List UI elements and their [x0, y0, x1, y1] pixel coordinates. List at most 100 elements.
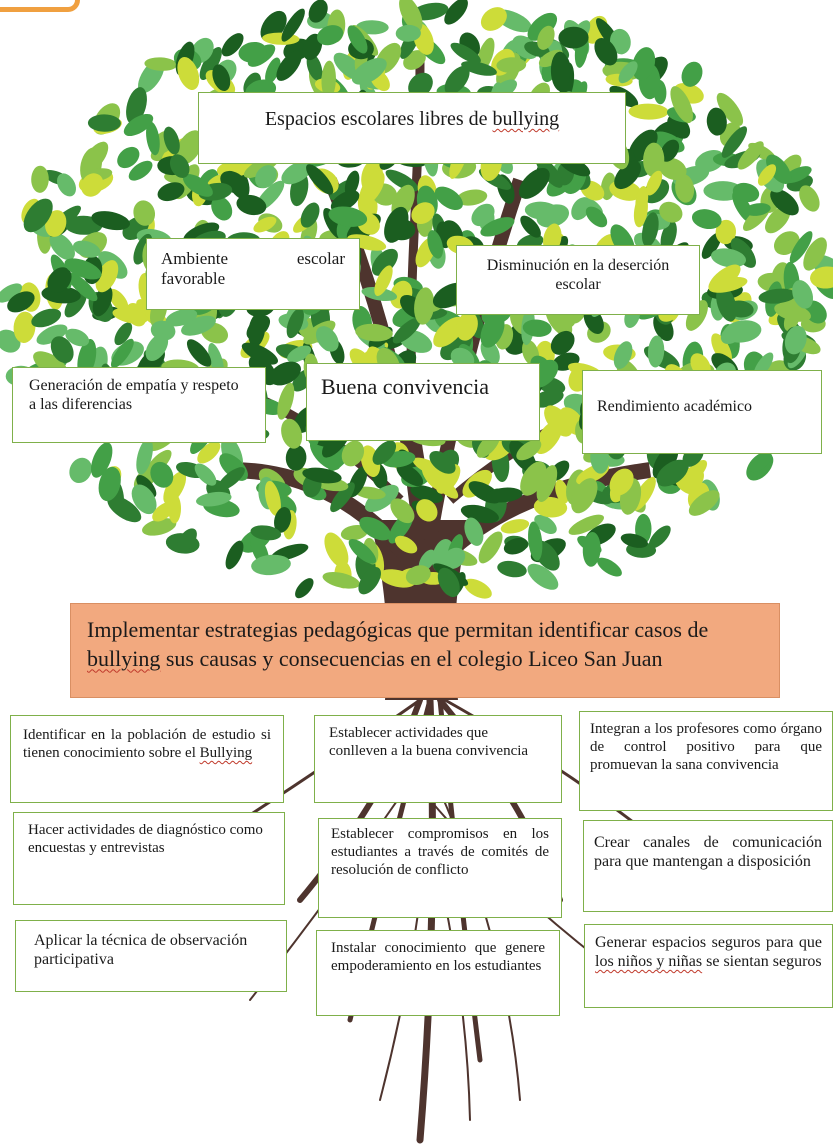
leaf — [64, 290, 87, 318]
leaf — [685, 299, 708, 331]
leaf — [710, 248, 747, 268]
leaf — [328, 206, 368, 227]
leaf — [212, 64, 231, 92]
root-compromisos: Establecer compromisos en los estudiante… — [318, 818, 562, 918]
leaf — [330, 190, 360, 212]
leaf — [748, 451, 772, 473]
leaf — [374, 265, 393, 296]
effect-ambiente-text: Ambiente escolar favorable — [161, 249, 345, 289]
leaf — [737, 141, 764, 170]
leaf — [618, 61, 638, 84]
leaf — [408, 72, 433, 98]
leaf — [789, 231, 813, 264]
leaf — [758, 288, 797, 304]
leaf — [65, 328, 90, 347]
leaf — [306, 53, 323, 81]
leaf — [730, 237, 756, 268]
leaf — [277, 382, 295, 420]
leaf — [478, 531, 503, 564]
leaf — [317, 25, 344, 46]
root-establecer-actividades: Establecer actividades que conlleven a l… — [314, 715, 562, 803]
leaf — [281, 160, 313, 185]
leaf — [110, 338, 134, 369]
leaf — [414, 287, 435, 325]
leaf — [610, 28, 631, 55]
leaf — [133, 200, 156, 226]
root-generar-text-1: Generar espacios seguros para que — [595, 934, 822, 951]
leaf — [632, 47, 656, 81]
leaf — [108, 288, 129, 312]
leaf — [411, 202, 435, 224]
root-generar-text-2: se sientan seguros — [702, 953, 822, 971]
leaf — [568, 514, 605, 535]
leaf — [359, 170, 385, 206]
leaf — [13, 311, 36, 343]
leaf — [211, 196, 233, 221]
leaf — [500, 519, 530, 534]
top-effect-text: Espacios escolares libres de — [264, 108, 493, 130]
leaf — [614, 160, 641, 190]
leaf — [496, 57, 527, 73]
leaf — [534, 514, 557, 535]
leaf — [194, 463, 217, 486]
leaf — [416, 499, 438, 522]
leaf — [152, 501, 175, 522]
leaf — [643, 142, 665, 178]
leaf — [0, 283, 23, 303]
leaf — [536, 465, 558, 503]
leaf — [429, 472, 459, 499]
leaf — [295, 578, 314, 599]
leaf — [344, 170, 360, 197]
leaf — [628, 129, 658, 163]
leaf — [371, 248, 398, 276]
leaf — [405, 565, 431, 585]
leaf — [399, 0, 423, 32]
leaf — [427, 230, 444, 259]
leaf — [341, 440, 365, 467]
leaf — [463, 578, 492, 599]
leaf — [597, 557, 622, 577]
leaf — [726, 300, 754, 318]
leaf — [287, 345, 312, 363]
leaf — [57, 173, 76, 197]
leaf — [658, 157, 687, 181]
leaf — [536, 204, 570, 228]
leaf — [112, 308, 148, 324]
leaf — [315, 326, 339, 352]
leaf — [799, 185, 820, 212]
effect-ambiente: Ambiente escolar favorable — [146, 238, 360, 310]
main-problem-emph: bullying — [87, 645, 161, 671]
leaf — [628, 103, 669, 120]
leaf — [128, 160, 153, 181]
leaf — [302, 467, 342, 484]
leaf — [390, 498, 415, 524]
leaf — [537, 25, 555, 50]
leaf — [354, 486, 386, 500]
leaf — [7, 291, 35, 313]
leaf — [444, 0, 468, 25]
leaf — [236, 194, 267, 216]
leaf — [434, 186, 463, 211]
effect-desercion-text: Disminución en la deserción escolar — [486, 257, 670, 294]
leaf — [646, 170, 663, 196]
leaf — [73, 240, 101, 258]
root-aplicar: Aplicar la técnica de observación partic… — [15, 920, 287, 992]
leaf — [274, 507, 292, 533]
leaf — [784, 325, 807, 355]
leaf — [620, 533, 648, 548]
leaf — [792, 280, 814, 309]
root-establecer-actividades-text: Establecer actividades que conlleven a l… — [329, 725, 529, 759]
leaf — [571, 197, 591, 221]
leaf — [98, 466, 121, 502]
leaf — [716, 92, 744, 126]
leaf — [23, 198, 53, 233]
leaf — [528, 521, 543, 561]
leaf — [544, 405, 573, 437]
leaf — [177, 528, 197, 552]
root-hacer-actividades-text: Hacer actividades de diagnóstico como en… — [28, 822, 263, 856]
leaf — [372, 440, 397, 465]
main-problem-text-2: sus causas y consecuencias en el colegio… — [160, 645, 663, 671]
leaf — [715, 219, 737, 245]
leaf — [688, 490, 720, 516]
leaf — [281, 8, 305, 42]
